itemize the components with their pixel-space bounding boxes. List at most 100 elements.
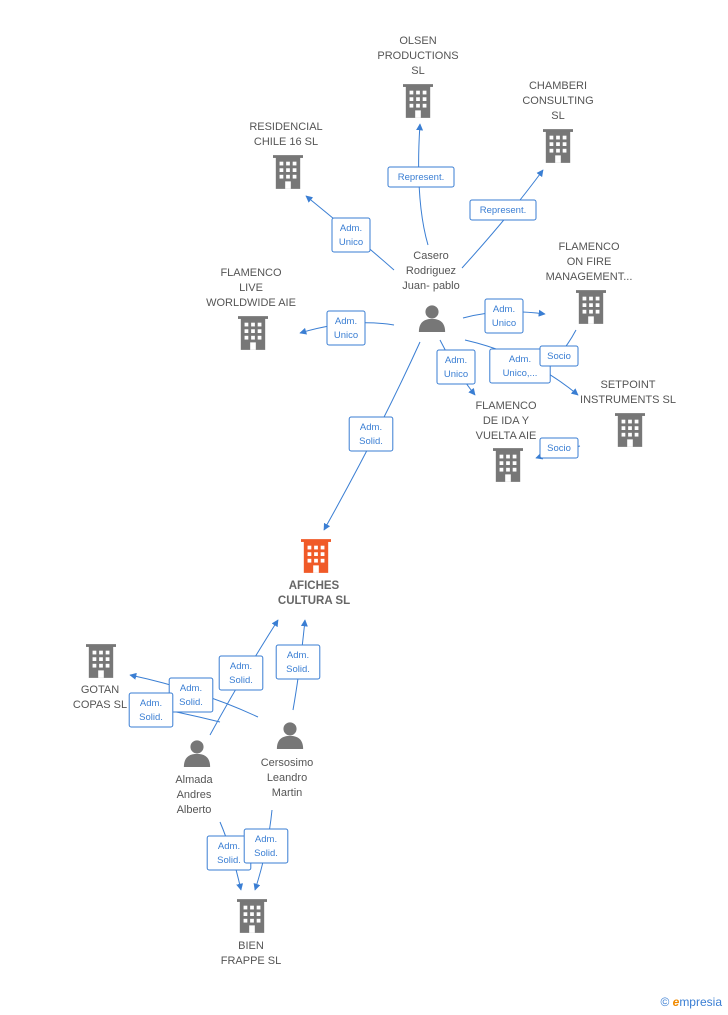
edge-casero-olsen xyxy=(416,123,429,246)
relation-label-casero-olsen[interactable]: Represent. xyxy=(387,166,455,188)
node-label: FRAPPE SL xyxy=(221,955,282,967)
relation-box xyxy=(275,644,321,680)
relation-text: Represent. xyxy=(398,172,444,183)
relation-text: Solid. xyxy=(139,712,163,723)
building-icon xyxy=(543,129,573,163)
relation-label-casero-chamberi[interactable]: Represent. xyxy=(469,199,537,221)
node-label: MANAGEMENT... xyxy=(546,271,633,283)
relation-box xyxy=(243,828,289,864)
node-label: GOTAN xyxy=(81,684,119,696)
relation-text: Solid. xyxy=(359,436,383,447)
relation-text: Solid. xyxy=(217,855,241,866)
relation-text: Unico xyxy=(444,369,468,380)
relation-text: Solid. xyxy=(286,664,310,675)
node-label: WORLDWIDE AIE xyxy=(206,297,296,309)
relation-text: Solid. xyxy=(254,848,278,859)
relation-text: Adm. xyxy=(340,223,362,234)
node-label: FLAMENCO xyxy=(220,267,282,279)
node-label: RESIDENCIAL xyxy=(249,121,322,133)
building-icon xyxy=(238,316,268,350)
node-label: SL xyxy=(411,65,424,77)
relation-box xyxy=(348,416,394,452)
node-label: Casero xyxy=(413,250,448,262)
relation-text: Adm. xyxy=(180,683,202,694)
focus-building-icon xyxy=(301,539,331,573)
relation-label-setpoint-flamenco_ida[interactable]: Socio xyxy=(539,437,579,459)
relation-label-almada-gotan[interactable]: Adm. Solid. xyxy=(168,677,214,713)
relation-label-cersosimo-afiches[interactable]: Adm. Solid. xyxy=(275,644,321,680)
node-residencial[interactable]: RESIDENCIAL CHILE 16 SL xyxy=(249,121,323,189)
node-label: Rodriguez xyxy=(406,265,456,277)
copyright-symbol: © xyxy=(660,995,670,1009)
relation-label-casero-flamenco_ida[interactable]: Adm. Unico xyxy=(436,349,476,385)
relation-label-cersosimo-bien[interactable]: Adm.Solid. xyxy=(243,828,289,864)
nodes: OLSEN PRODUCTIONS SL CHAMBERI CONSULTING SL RE… xyxy=(73,35,676,967)
relation-text: Unico xyxy=(492,318,516,329)
node-label: PRODUCTIONS xyxy=(377,50,458,62)
relation-text: Adm. xyxy=(335,316,357,327)
relation-box xyxy=(539,345,579,367)
relation-text: Unico xyxy=(334,330,358,341)
relation-box xyxy=(436,349,476,385)
relation-text: Adm. xyxy=(445,355,467,366)
relation-text: Adm. xyxy=(287,650,309,661)
relation-text: Unico,... xyxy=(503,368,538,379)
relation-label-casero-residencial[interactable]: Adm.Unico xyxy=(331,217,371,253)
relation-box xyxy=(128,692,174,728)
relation-text: Adm. xyxy=(230,661,252,672)
node-label: Almada xyxy=(175,774,213,786)
relation-text: Solid. xyxy=(179,697,203,708)
building-icon xyxy=(576,290,606,324)
building-icon xyxy=(615,413,645,447)
node-label: Leandro xyxy=(267,772,307,784)
relation-box xyxy=(484,298,524,334)
node-label: Cersosimo xyxy=(261,757,314,769)
building-icon xyxy=(86,644,116,678)
relation-box xyxy=(218,655,264,691)
relation-label-casero-flamenco_fire[interactable]: Adm. Unico xyxy=(484,298,524,334)
relation-text: Adm. xyxy=(509,354,531,365)
node-olsen[interactable]: OLSEN PRODUCTIONS SL xyxy=(377,35,459,118)
node-label: CONSULTING xyxy=(522,95,593,107)
person-icon xyxy=(276,722,304,749)
relation-label-casero-flamenco_live[interactable]: Adm. Unico xyxy=(326,310,366,346)
node-label: CHAMBERI xyxy=(529,80,587,92)
relation-text: Socio xyxy=(547,351,571,362)
relation-label-flamenco_fire-flamenco_ida[interactable]: Socio xyxy=(539,345,579,367)
relation-text: Adm. xyxy=(493,304,515,315)
relation-label-casero-afiches[interactable]: Adm.Solid. xyxy=(348,416,394,452)
node-label: CHILE 16 SL xyxy=(254,136,318,148)
relation-text: Socio xyxy=(547,443,571,454)
empresia-logo: © empresia xyxy=(660,995,722,1009)
building-icon xyxy=(237,899,267,933)
node-label: Martin xyxy=(272,787,303,799)
node-label: SETPOINT xyxy=(600,379,655,391)
node-label: DE IDA Y xyxy=(483,415,530,427)
logo-e: e xyxy=(672,995,680,1009)
building-icon xyxy=(493,448,523,482)
node-label: ON FIRE xyxy=(567,256,612,268)
node-label: CULTURA SL xyxy=(278,595,350,607)
relation-text: Adm. xyxy=(218,841,240,852)
relation-box xyxy=(539,437,579,459)
relation-label-almada-afiches[interactable]: Adm.Solid. xyxy=(218,655,264,691)
node-label: Alberto xyxy=(177,804,212,816)
building-icon xyxy=(403,84,433,118)
node-label: OLSEN xyxy=(399,35,436,47)
relation-box xyxy=(387,166,455,188)
relation-label-cersosimo-gotan[interactable]: Adm.Solid. xyxy=(128,692,174,728)
relation-box xyxy=(469,199,537,221)
relation-box xyxy=(331,217,371,253)
